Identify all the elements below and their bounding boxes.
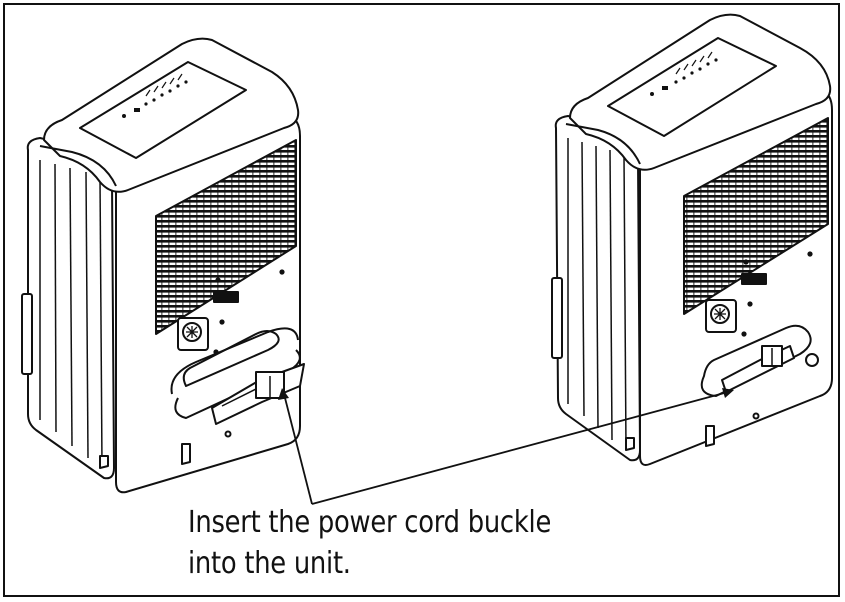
left-unit-cord-wrap <box>182 330 280 387</box>
callout-arrow-left <box>283 393 313 505</box>
instruction-caption: Insert the power cord buckle into the un… <box>188 502 635 584</box>
caption-line-1: Insert the power cord buckle <box>188 505 552 540</box>
caption-line-2: into the unit. <box>188 546 351 581</box>
unit-right <box>551 13 833 466</box>
unit-left <box>21 37 305 494</box>
callout-lines <box>283 391 729 505</box>
arrowhead-left <box>278 388 289 400</box>
arrowhead-right <box>722 388 734 398</box>
callout-arrow-right <box>311 391 729 505</box>
